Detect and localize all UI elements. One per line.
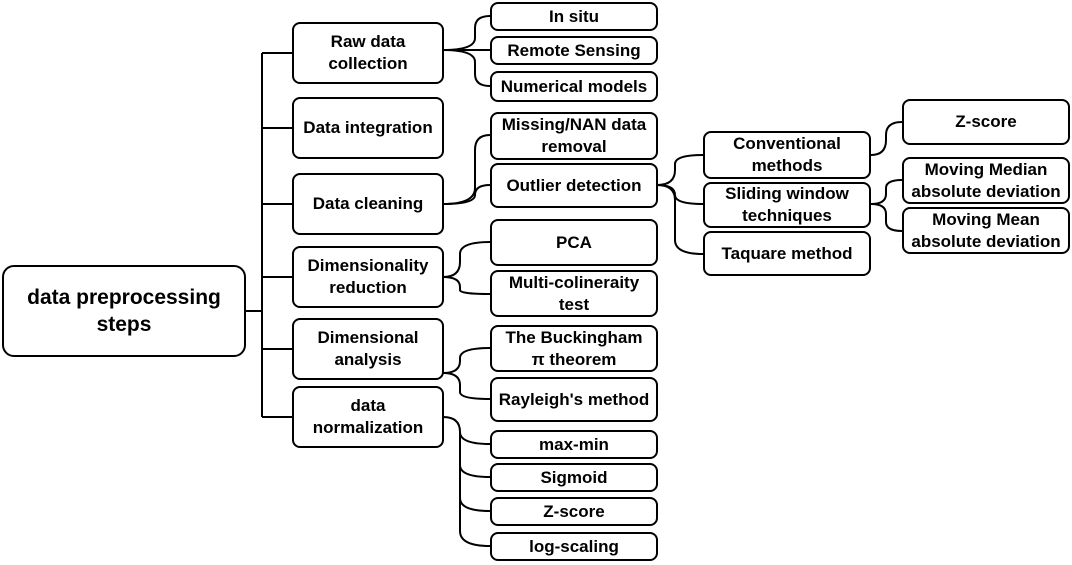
- connector-sliding-mean: [870, 203, 903, 232]
- leaf-moving-mean: Moving Mean absolute deviation: [902, 207, 1070, 254]
- root-label-line-2: steps: [96, 313, 152, 336]
- connector-raw-insitu: [442, 15, 491, 51]
- connector-conventional-zscore: [870, 121, 903, 156]
- leaf-label: Z-score: [543, 501, 605, 521]
- category-raw-data-collection: Raw data collection: [292, 22, 444, 84]
- leaf-label: Conventional: [733, 134, 841, 153]
- category-label-line: reduction: [329, 278, 407, 297]
- leaf-label: Moving Mean: [932, 209, 1040, 229]
- leaf-label: Z-score: [955, 112, 1017, 131]
- leaf-z-score-outlier: Z-score: [902, 99, 1070, 145]
- leaf-remote-sensing: Remote Sensing: [490, 36, 658, 65]
- connector-cleaning-outlier: [442, 184, 491, 205]
- category-dimensional-analysis: Dimensional analysis: [292, 318, 444, 380]
- root-node: data preprocessing steps: [2, 265, 246, 357]
- leaf-multi-colinearity-test: Multi-colinerаity test: [490, 270, 658, 317]
- category-data-integration: Data integration: [292, 97, 444, 159]
- leaf-label: test: [558, 294, 590, 314]
- leaf-label: methods: [751, 156, 823, 175]
- leaf-buckingham-pi-theorem: The Buckingham π theorem: [490, 325, 658, 372]
- category-label-line: Dimensional: [317, 328, 419, 347]
- leaf-label: log-scaling: [529, 536, 619, 556]
- connector-norm-bus: [442, 416, 491, 547]
- leaf-label: Moving Median: [924, 159, 1048, 179]
- leaf-label: Sliding window: [725, 184, 849, 203]
- leaf-label: In situ: [548, 6, 600, 26]
- root-label-line-1: data preprocessing: [27, 286, 221, 309]
- category-label-line: Dimensionality: [307, 256, 429, 275]
- connector-dimanalysis-rayleigh: [442, 372, 491, 400]
- category-label-line: normalization: [312, 418, 424, 437]
- node-conventional-methods: Conventional methods: [703, 131, 871, 179]
- node-outlier-detection: Outlier detection: [490, 163, 658, 208]
- leaf-pca: PCA: [490, 219, 658, 266]
- leaf-numerical-models: Numerical models: [490, 71, 658, 102]
- connector-outlier-conventional: [656, 154, 704, 186]
- connector-raw-numerical: [442, 49, 491, 87]
- leaf-label: max-min: [539, 434, 609, 454]
- connector-outlier-taquare: [656, 184, 704, 255]
- connector-outlier-sliding: [656, 184, 704, 205]
- connector-dimred-pca: [442, 241, 491, 278]
- leaf-label: removal: [541, 137, 607, 156]
- leaf-label: techniques: [742, 206, 832, 225]
- category-data-normalization: data normalization: [292, 386, 444, 448]
- category-label-line: Raw data: [330, 32, 406, 51]
- leaf-label: π theorem: [531, 349, 617, 369]
- connector-norm-maxmin: [459, 431, 491, 445]
- leaf-rayleighs-method: Rayleigh's method: [490, 377, 658, 422]
- connector-dimanalysis-buckingham: [442, 347, 491, 374]
- leaf-max-min: max-min: [490, 430, 658, 459]
- category-label-line: analysis: [334, 350, 402, 369]
- leaf-label: Remote Sensing: [507, 40, 641, 60]
- category-data-cleaning: Data cleaning: [292, 173, 444, 235]
- node-sliding-window-techniques: Sliding window techniques: [703, 182, 871, 228]
- leaf-label: Missing/NAN data: [501, 115, 647, 134]
- category-label-line: Data integration: [303, 118, 433, 137]
- connector-sliding-median: [870, 179, 903, 205]
- connector-cleaning-missing: [442, 134, 491, 205]
- leaf-label: Numerical models: [500, 76, 648, 96]
- connector-norm-sigmoid: [459, 464, 491, 478]
- leaf-label: Multi-colinerаity: [508, 272, 640, 292]
- connector-dimred-multicol: [442, 276, 491, 295]
- leaf-label: PCA: [556, 232, 592, 252]
- leaf-label: Sigmoid: [540, 467, 608, 487]
- leaf-taquare-method: Taquare method: [703, 231, 871, 276]
- leaf-label: The Buckingham: [505, 327, 643, 347]
- leaf-label: absolute deviation: [911, 181, 1061, 201]
- leaf-missing-data-removal: Missing/NAN data removal: [490, 112, 658, 160]
- category-label-line: collection: [328, 54, 408, 73]
- leaf-label: Taquare method: [721, 243, 853, 263]
- leaf-in-situ: In situ: [490, 2, 658, 31]
- category-dimensionality-reduction: Dimensionality reduction: [292, 246, 444, 308]
- leaf-sigmoid: Sigmoid: [490, 463, 658, 492]
- leaf-moving-median: Moving Median absolute deviation: [902, 157, 1070, 204]
- connector-norm-zscore: [459, 497, 491, 512]
- leaf-z-score-normalization: Z-score: [490, 497, 658, 526]
- category-label-line: Data cleaning: [312, 194, 424, 213]
- leaf-log-scaling: log-scaling: [490, 532, 658, 561]
- leaf-label: Rayleigh's method: [498, 389, 650, 409]
- category-label-line: data: [350, 396, 386, 415]
- leaf-label: Outlier detection: [506, 175, 642, 195]
- leaf-label: absolute deviation: [911, 231, 1061, 251]
